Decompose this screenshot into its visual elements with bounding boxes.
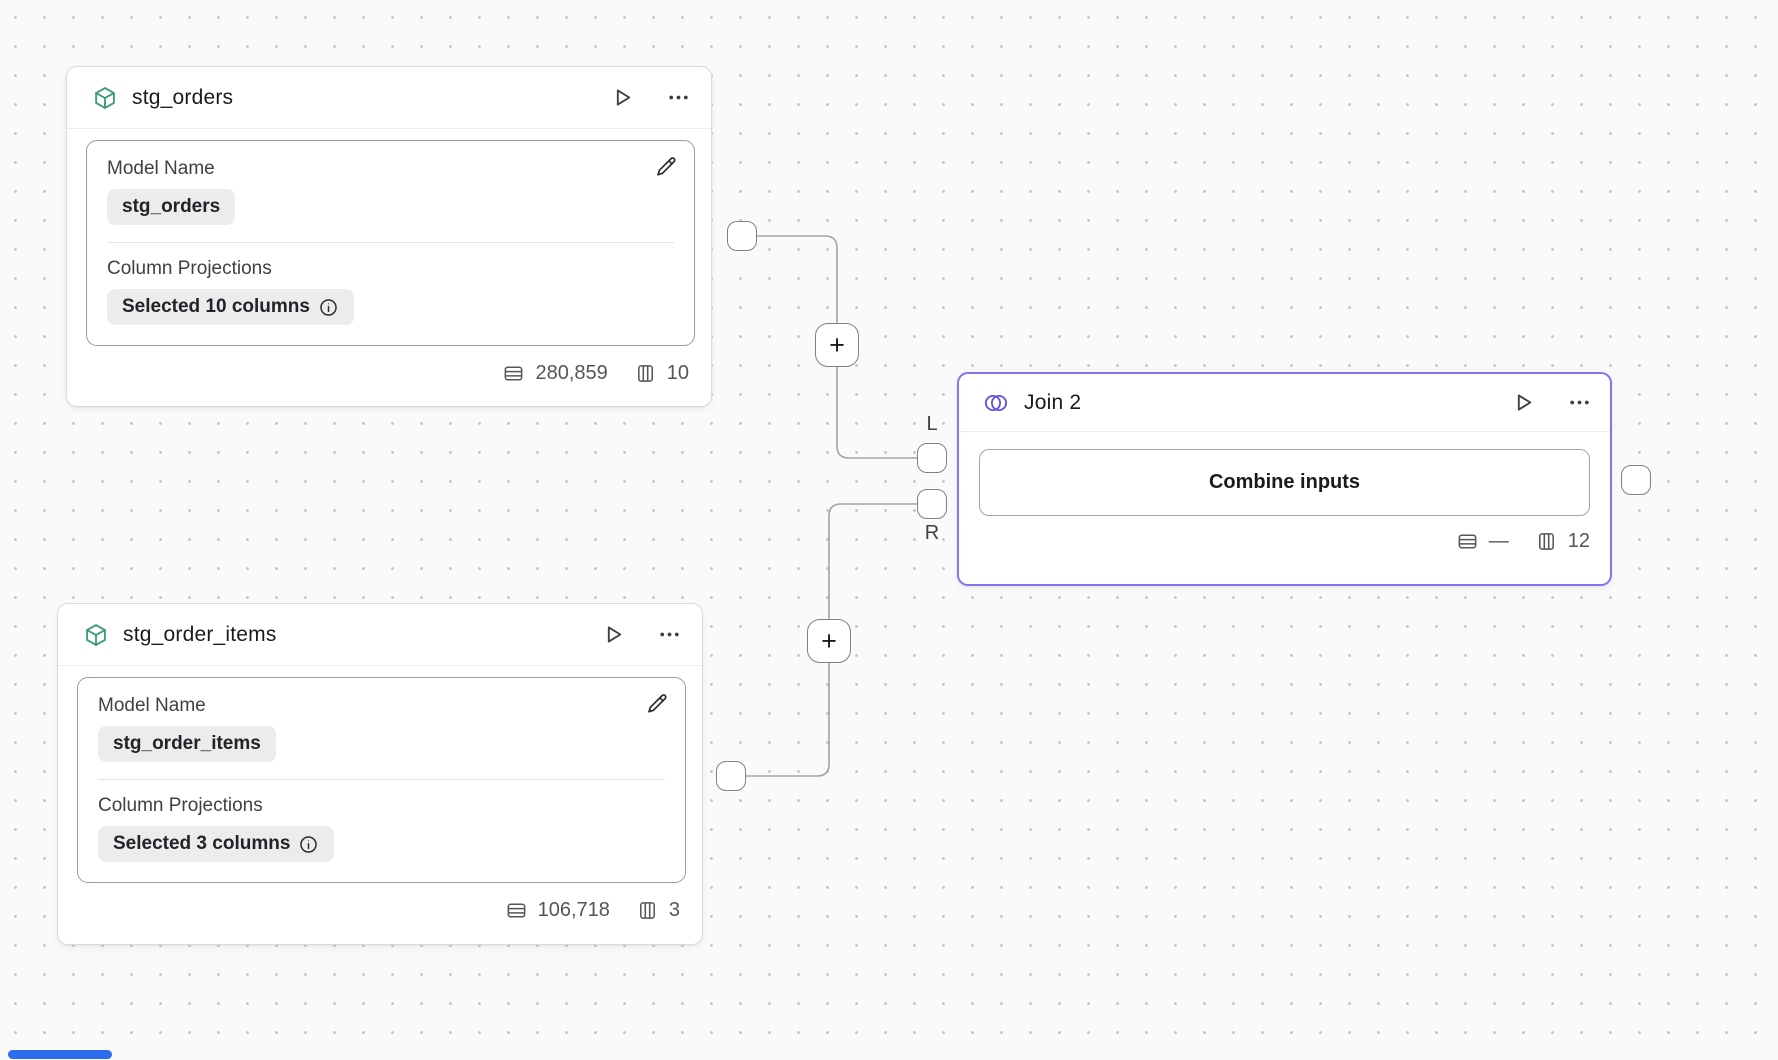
run-button[interactable] <box>598 620 628 650</box>
column-projections-chip[interactable]: Selected 10 columns <box>107 289 354 325</box>
field-label: Model Name <box>98 695 206 716</box>
rows-icon <box>1456 530 1479 553</box>
rows-icon <box>505 899 528 922</box>
column-count: 10 <box>666 362 689 384</box>
node-title: stg_order_items <box>123 622 277 646</box>
node-title: stg_orders <box>132 85 234 109</box>
cube-icon <box>83 622 109 648</box>
node-stg-orders[interactable]: stg_orders Model Name stg_or <box>66 66 712 407</box>
more-menu-button[interactable] <box>654 620 684 650</box>
node-title: Join 2 <box>1024 390 1082 414</box>
more-menu-button[interactable] <box>1564 388 1594 418</box>
node-stats: 106,718 3 <box>58 883 702 940</box>
row-count-stat: 106,718 <box>505 899 610 922</box>
add-node-on-wire-button[interactable]: + <box>815 323 859 367</box>
combine-inputs-button[interactable]: Combine inputs <box>979 449 1590 516</box>
node-stg-orders-header: stg_orders <box>67 67 711 129</box>
venn-icon <box>982 390 1010 416</box>
row-count: 106,718 <box>537 899 610 921</box>
run-button[interactable] <box>1508 388 1538 418</box>
row-count-stat: 280,859 <box>502 362 608 385</box>
node-stats: — 12 <box>959 516 1610 569</box>
join-left-port-label: L <box>926 413 938 435</box>
divider <box>107 242 674 243</box>
field-label: Model Name <box>107 158 215 179</box>
join-right-port-label: R <box>924 522 940 544</box>
column-count: 3 <box>668 899 680 921</box>
column-projections-chip[interactable]: Selected 3 columns <box>98 826 335 862</box>
row-count-stat: — <box>1456 530 1509 553</box>
columns-icon <box>636 899 659 922</box>
columns-icon <box>1535 530 1558 553</box>
info-icon[interactable] <box>298 834 319 855</box>
model-name-chip[interactable]: stg_order_items <box>98 726 276 762</box>
field-label: Column Projections <box>107 258 272 279</box>
field-label: Column Projections <box>98 795 263 816</box>
input-port-join-left[interactable] <box>917 443 947 473</box>
edit-pencil-icon[interactable] <box>645 692 669 721</box>
chip-text: stg_order_items <box>113 733 261 754</box>
column-count-stat: 3 <box>636 899 680 922</box>
node-stats: 280,859 10 <box>67 346 711 403</box>
column-count-stat: 12 <box>1535 530 1590 553</box>
plus-icon: + <box>829 329 845 360</box>
node-stg-order-items[interactable]: stg_order_items Model Name s <box>57 603 703 945</box>
output-port-stg-order-items[interactable] <box>716 761 746 791</box>
output-port-stg-orders[interactable] <box>727 221 757 251</box>
horizontal-scrollbar-thumb[interactable] <box>8 1050 112 1059</box>
chip-text: Selected 3 columns <box>113 833 291 854</box>
row-count: 280,859 <box>535 362 608 384</box>
info-icon[interactable] <box>318 297 339 318</box>
node-stg-order-items-header: stg_order_items <box>58 604 702 666</box>
model-name-chip[interactable]: stg_orders <box>107 189 236 225</box>
columns-icon <box>634 362 657 385</box>
node-join-header: Join 2 <box>959 374 1610 432</box>
column-count: 12 <box>1567 530 1590 552</box>
chip-text: stg_orders <box>122 196 221 217</box>
more-menu-button[interactable] <box>663 83 693 113</box>
column-count-stat: 10 <box>634 362 689 385</box>
run-button[interactable] <box>607 83 637 113</box>
cube-icon <box>92 85 118 111</box>
add-node-on-wire-button[interactable]: + <box>807 619 851 663</box>
node-config-card: Model Name stg_order_items Column Projec… <box>77 677 686 883</box>
rows-icon <box>502 362 525 385</box>
output-port-join[interactable] <box>1621 465 1651 495</box>
divider <box>98 779 665 780</box>
edit-pencil-icon[interactable] <box>654 155 678 184</box>
node-config-card: Model Name stg_orders Column Projections… <box>86 140 695 346</box>
node-join-2[interactable]: Join 2 Combine inputs <box>957 372 1612 586</box>
plus-icon: + <box>821 625 837 656</box>
chip-text: Selected 10 columns <box>122 296 310 317</box>
input-port-join-right[interactable] <box>917 489 947 519</box>
row-count: — <box>1488 530 1509 552</box>
